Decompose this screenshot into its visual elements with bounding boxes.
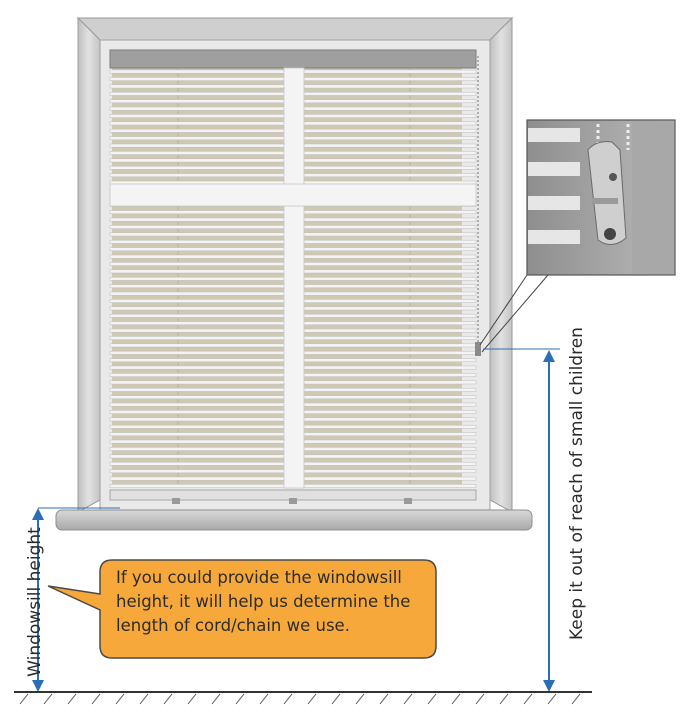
floor-hatch (19, 693, 29, 705)
chain-tensioner (587, 141, 627, 245)
floor-hatch (523, 693, 533, 705)
floor-hatch (379, 693, 389, 705)
floor-hatch (67, 693, 77, 705)
floor-hatch (163, 693, 173, 705)
floor-hatch (139, 693, 149, 705)
reach-warning-label: Keep it out of reach of small children (567, 327, 587, 640)
callout-text: If you could provide the windowsill heig… (116, 566, 434, 652)
floor-hatch (187, 693, 197, 705)
floor-hatch (235, 693, 245, 705)
callout-line-2: height, it will help us determine the (116, 592, 411, 611)
inset-slats (528, 128, 580, 244)
reach-height-dimension (483, 348, 560, 692)
floor-hatch (115, 693, 125, 705)
floor-hatch (43, 693, 53, 705)
floor-hatch (427, 693, 437, 705)
floor-hatch (355, 693, 365, 705)
bottom-rail (109, 489, 477, 504)
window-mullions (109, 67, 477, 489)
chain-mechanism-inset (479, 119, 676, 353)
callout-line-1: If you could provide the windowsill (116, 568, 402, 587)
floor-hatch (403, 693, 413, 705)
callout-line-3: length of cord/chain we use. (116, 616, 350, 635)
inset-chain (596, 124, 630, 150)
windowsill-height-label: Windowsill height (25, 527, 45, 677)
windowsill (55, 509, 533, 531)
floor-hatch (91, 693, 101, 705)
floor (14, 691, 592, 705)
floor-hatch (571, 693, 581, 705)
headrail (109, 49, 477, 69)
floor-hatch (499, 693, 509, 705)
windowsill-height-dimension (32, 507, 120, 692)
floor-hatch (307, 693, 317, 705)
floor-hatch (211, 693, 221, 705)
floor-hatch (451, 693, 461, 705)
control-chain (475, 56, 481, 356)
callout-bubble (47, 559, 437, 659)
floor-hatch (331, 693, 341, 705)
floor-hatch (547, 693, 557, 705)
floor-hatch (283, 693, 293, 705)
floor-hatch (259, 693, 269, 705)
floor-hatch (475, 693, 485, 705)
